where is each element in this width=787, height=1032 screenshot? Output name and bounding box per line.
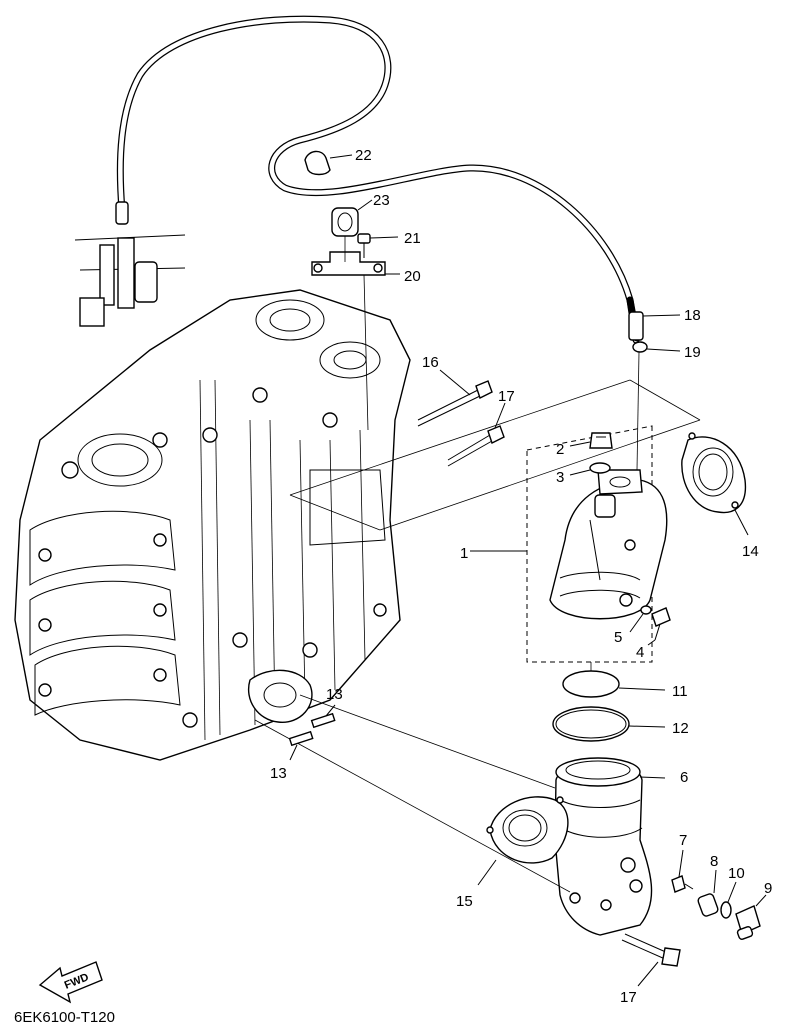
projection-lines-lower bbox=[254, 694, 571, 893]
plug-2 bbox=[569, 432, 613, 449]
dowel-pin-13-upper bbox=[310, 704, 336, 729]
gasket-3 bbox=[569, 462, 611, 476]
projection-lines-upper bbox=[289, 351, 701, 531]
callout-2: 2 bbox=[556, 441, 564, 458]
callout-8: 8 bbox=[710, 853, 718, 870]
o-ring-12 bbox=[552, 706, 666, 742]
engine-block bbox=[14, 289, 411, 761]
callout-13-lower: 13 bbox=[270, 765, 287, 782]
clip-19 bbox=[632, 341, 681, 353]
callout-7: 7 bbox=[679, 832, 687, 849]
bolt-17-upper bbox=[447, 402, 506, 467]
callout-11: 11 bbox=[672, 683, 688, 700]
callout-10: 10 bbox=[728, 865, 745, 882]
washer-10 bbox=[720, 881, 737, 919]
bolt-17-lower bbox=[621, 933, 681, 987]
hose-assembly bbox=[116, 15, 644, 344]
callout-16: 16 bbox=[422, 354, 439, 371]
callout-9: 9 bbox=[764, 880, 772, 897]
thermostat-cover-1 bbox=[549, 469, 668, 620]
bolt-7 bbox=[671, 849, 694, 893]
callout-18: 18 bbox=[684, 307, 701, 324]
callout-5: 5 bbox=[614, 629, 622, 646]
callout-13-upper: 13 bbox=[326, 686, 343, 703]
callout-20: 20 bbox=[404, 268, 421, 285]
bolt-16 bbox=[417, 369, 493, 427]
callout-1: 1 bbox=[460, 545, 468, 562]
bolt-21 bbox=[357, 233, 399, 258]
plug-9 bbox=[735, 894, 767, 940]
callout-12: 12 bbox=[672, 720, 689, 737]
callout-3: 3 bbox=[556, 469, 564, 486]
callout-15: 15 bbox=[456, 893, 473, 910]
engine-detail-upper-left bbox=[74, 201, 186, 327]
bracket-20 bbox=[311, 236, 400, 431]
o-ring-11 bbox=[562, 662, 666, 698]
callout-14: 14 bbox=[742, 543, 759, 560]
callout-17-upper: 17 bbox=[498, 388, 515, 405]
callout-19: 19 bbox=[684, 344, 701, 361]
callout-17-lower: 17 bbox=[620, 989, 637, 1006]
callout-6: 6 bbox=[680, 769, 688, 786]
manifold-6 bbox=[554, 757, 666, 936]
fwd-arrow-icon: FWD bbox=[38, 961, 103, 1004]
washer-5 bbox=[629, 605, 652, 633]
cover-gasket-14 bbox=[681, 432, 749, 536]
spacer-8 bbox=[697, 869, 719, 917]
callout-4: 4 bbox=[636, 644, 644, 661]
callout-22: 22 bbox=[355, 147, 372, 164]
diagram-code: 6EK6100-T120 bbox=[14, 1009, 115, 1026]
callout-21: 21 bbox=[404, 230, 421, 247]
clamp-22 bbox=[304, 150, 353, 176]
callout-23: 23 bbox=[373, 192, 390, 209]
grommet-23 bbox=[331, 199, 373, 237]
dowel-pin-13-lower bbox=[288, 730, 314, 761]
gasket-15 bbox=[477, 796, 569, 886]
bolt-4 bbox=[647, 607, 671, 646]
